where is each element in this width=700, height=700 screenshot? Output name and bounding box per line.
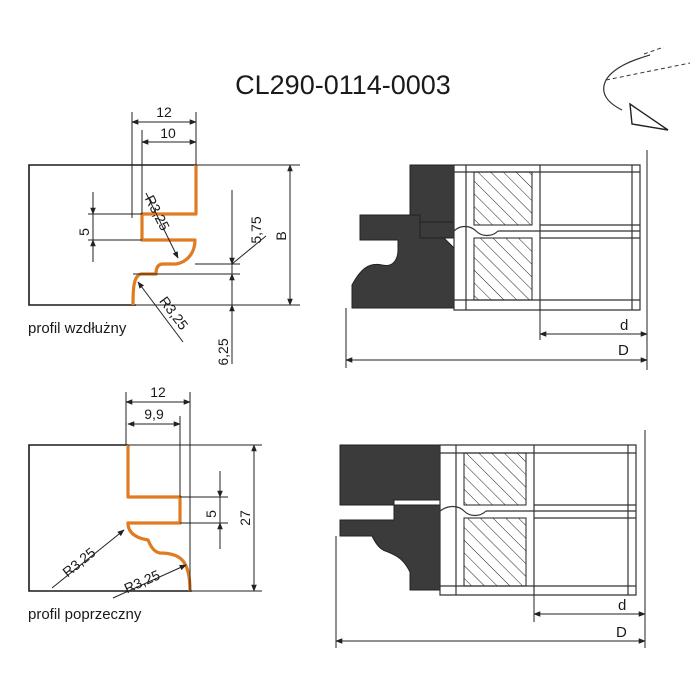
workpiece-outline-2 bbox=[28, 444, 192, 592]
drawing-title: CL290-0114-0003 bbox=[235, 70, 451, 100]
dim-d-2: d bbox=[618, 597, 626, 614]
dim-width-outer-2: 12 bbox=[150, 384, 166, 400]
dim-step-2: 5 bbox=[203, 510, 219, 518]
cutter-blade-lower-2 bbox=[339, 504, 441, 591]
radius-right: R3,25 bbox=[122, 566, 163, 596]
dim-bottom: 6,25 bbox=[215, 338, 231, 365]
cutter-body-outline-2 bbox=[439, 444, 637, 596]
dim-D: D bbox=[618, 342, 629, 359]
profile-contour bbox=[131, 165, 198, 306]
cutter-blade-upper-2 bbox=[339, 444, 441, 506]
rotation-direction-icon bbox=[603, 46, 691, 131]
cutter-section-top: d D bbox=[345, 150, 648, 370]
caption-longitudinal: profil wzdłużny bbox=[28, 320, 127, 337]
cutter-blade-upper bbox=[409, 164, 455, 223]
dim-width-outer: 12 bbox=[156, 104, 172, 120]
longitudinal-profile: 12 10 5 5,75 6,25 B R3,25 R3,25 profil w… bbox=[28, 104, 300, 366]
dim-width-inner: 10 bbox=[160, 125, 176, 141]
workpiece-outline bbox=[28, 164, 196, 306]
radius-left: R3,25 bbox=[59, 544, 98, 580]
dim-height: B bbox=[273, 231, 289, 240]
cutter-body-outline bbox=[453, 164, 641, 311]
cutter-section-bottom: d D bbox=[335, 430, 646, 648]
dim-offset: 5,75 bbox=[248, 216, 264, 243]
dim-d: d bbox=[620, 317, 628, 334]
profile-contour-2 bbox=[126, 445, 192, 592]
dim-height-2: 27 bbox=[237, 510, 253, 526]
dim-step: 5 bbox=[76, 228, 92, 236]
dim-D-2: D bbox=[616, 624, 627, 641]
transverse-profile: 12 9,9 5 27 R3,25 R3,25 profil poprzeczn… bbox=[28, 384, 262, 623]
dim-width-inner-2: 9,9 bbox=[144, 406, 164, 422]
caption-transverse: profil poprzeczny bbox=[28, 606, 142, 623]
